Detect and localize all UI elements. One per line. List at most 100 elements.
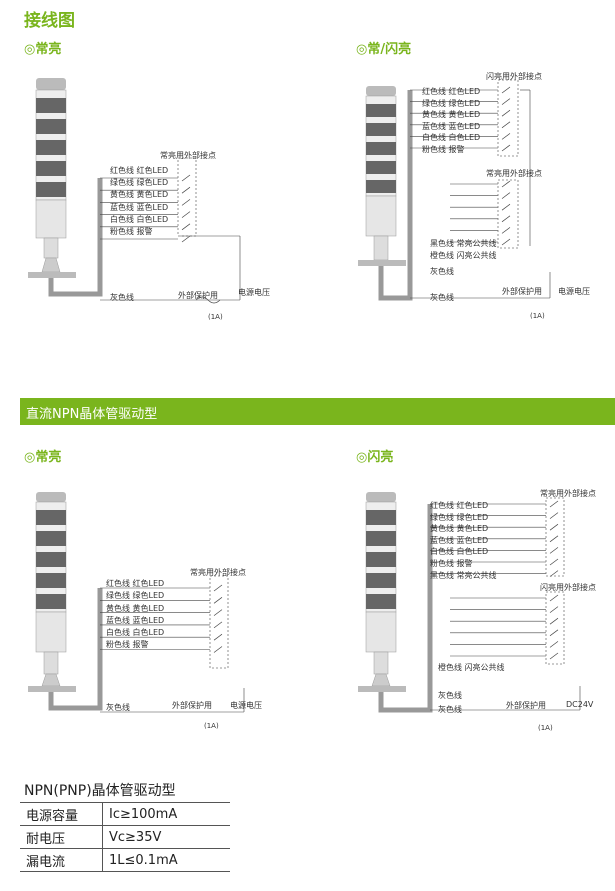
diagram-steady-flash-relay: [358, 79, 551, 301]
tower-segment: [36, 573, 66, 588]
tower-segment: [36, 161, 66, 176]
switch-symbol: [549, 512, 559, 519]
switch-symbol: [501, 109, 511, 117]
tower-segment: [36, 552, 66, 567]
tower-segment: [366, 510, 396, 525]
wire-label: 粉色线 报警: [110, 227, 153, 237]
wire-label: 蓝色线 蓝色LED: [110, 202, 169, 212]
tower-segment: [366, 104, 396, 117]
switch-symbol: [549, 594, 559, 602]
gray-wire-label: 灰色线: [106, 703, 130, 712]
contacts-label: 常亮用外部接点: [160, 151, 216, 160]
diagram-npn-steady: [28, 492, 245, 713]
tower-segment: [366, 573, 396, 588]
tower-segment: [36, 140, 66, 155]
switch-symbol: [501, 203, 511, 211]
switch-symbol: [501, 133, 511, 140]
fuse-label: (1A): [204, 722, 219, 730]
wire-label: 白色线 白色LED: [110, 214, 169, 224]
section-title-steady-flash: ◎常/闪亮: [356, 42, 412, 57]
switch-symbol: [181, 235, 191, 243]
wire-label-list-bl: 红色线 红色LED 绿色线 绿色LED 黄色线 黄色LED 蓝色线 蓝色LED …: [106, 578, 164, 652]
wire-label: 蓝色线 蓝色LED: [430, 535, 489, 545]
switch-symbol: [549, 570, 559, 577]
switch-symbol: [213, 597, 223, 604]
spec-title: NPN(PNP)晶体管驱动型: [24, 783, 176, 799]
tower-segment: [366, 531, 396, 546]
section-title-npn-steady: ◎常亮: [24, 450, 62, 465]
switch-symbol: [213, 621, 223, 629]
protection-label: 外部保护用: [172, 701, 212, 710]
tower-segment: [366, 180, 396, 193]
switch-symbol: [549, 617, 559, 625]
contacts-label: 常亮用外部接点: [190, 568, 246, 577]
wire-label: 黄色线 黄色LED: [430, 524, 489, 534]
gray-wire-label: 灰色线: [438, 705, 462, 714]
tower-segment: [366, 161, 396, 174]
switch-symbol: [501, 215, 511, 223]
tower-segment: [36, 531, 66, 546]
gray-wire-label: 灰色线: [438, 691, 462, 700]
switch-symbol: [213, 609, 223, 616]
spec-value: Ic≥100mA: [102, 802, 230, 826]
fuse-label: (1A): [208, 313, 223, 321]
switch-symbol: [549, 652, 559, 660]
switch-symbol: [501, 86, 511, 94]
switch-symbol: [501, 98, 511, 105]
wire-label: 粉色线 报警: [422, 144, 465, 154]
switch-symbol: [181, 199, 191, 206]
wire-label: 绿色线 绿色LED: [430, 512, 489, 522]
switch-symbol: [181, 223, 191, 231]
switch-symbol: [549, 641, 559, 648]
switch-symbol: [181, 174, 191, 182]
tower-segment: [36, 510, 66, 525]
switch-symbol: [213, 646, 223, 653]
switch-symbol: [501, 192, 511, 199]
tower-segment: [366, 594, 396, 609]
diagram-npn-flash: [358, 492, 581, 713]
gray-wire-label: 灰色线: [110, 293, 134, 302]
wire-label: 白色线 白色LED: [422, 133, 481, 143]
wire-label-list-br: 红色线 红色LED 绿色线 绿色LED 黄色线 黄色LED 蓝色线 蓝色LED …: [430, 500, 497, 581]
dc24v-label: DC24V: [566, 700, 594, 709]
switch-symbol: [213, 633, 223, 641]
fuse-label: (1A): [530, 312, 545, 320]
banner-title: 直流NPN晶体管驱动型: [26, 407, 158, 422]
switch-symbol: [213, 584, 223, 592]
wire-label: 蓝色线 蓝色LED: [422, 121, 481, 131]
wire-label: 白色线 白色LED: [430, 547, 489, 557]
spec-value: 1L≤0.1mA: [102, 848, 230, 872]
spec-key: 电源容量: [20, 802, 103, 826]
contacts-flash-label: 闪亮用外部接点: [486, 72, 542, 81]
black-common-label: 黑色线 常亮公共线: [430, 239, 497, 248]
wire-label: 粉色线 报警: [106, 640, 149, 650]
power-label: 电源电压: [230, 701, 262, 710]
power-label: 电源电压: [558, 287, 590, 296]
tower-segment: [36, 182, 66, 197]
spec-key: 耐电压: [20, 825, 103, 849]
section-title-steady: ◎常亮: [24, 42, 62, 57]
contacts-steady-label: 常亮用外部接点: [540, 489, 596, 498]
switch-symbol: [501, 121, 511, 129]
contacts-steady-label: 常亮用外部接点: [486, 169, 542, 178]
wire-label: 红色线 红色LED: [422, 87, 481, 96]
orange-common-label: 橙色线 闪亮公共线: [438, 663, 505, 672]
tower-segment: [366, 142, 396, 155]
wire-label: 蓝色线 蓝色LED: [106, 615, 165, 625]
switch-symbol: [549, 500, 559, 508]
wire-label-list: 红色线 红色LED 绿色线 绿色LED 黄色线 黄色LED 蓝色线 蓝色LED …: [110, 165, 168, 238]
gray-wire-label: 灰色线: [430, 267, 454, 276]
wire-label: 黄色线 黄色LED: [422, 110, 481, 120]
switch-symbol: [501, 227, 511, 234]
wire-label: 黑色线 常亮公共线: [430, 570, 497, 580]
wire-label: 黄色线 黄色LED: [106, 603, 165, 613]
wire-label: 粉色线 报警: [430, 558, 473, 568]
signal-tower: [28, 78, 76, 278]
switch-symbol: [501, 238, 511, 246]
gray-wire-label: 灰色线: [430, 293, 454, 302]
wire-label: 绿色线 绿色LED: [110, 178, 169, 188]
contacts-flash-label: 闪亮用外部接点: [540, 583, 596, 592]
tower-segment: [366, 552, 396, 567]
